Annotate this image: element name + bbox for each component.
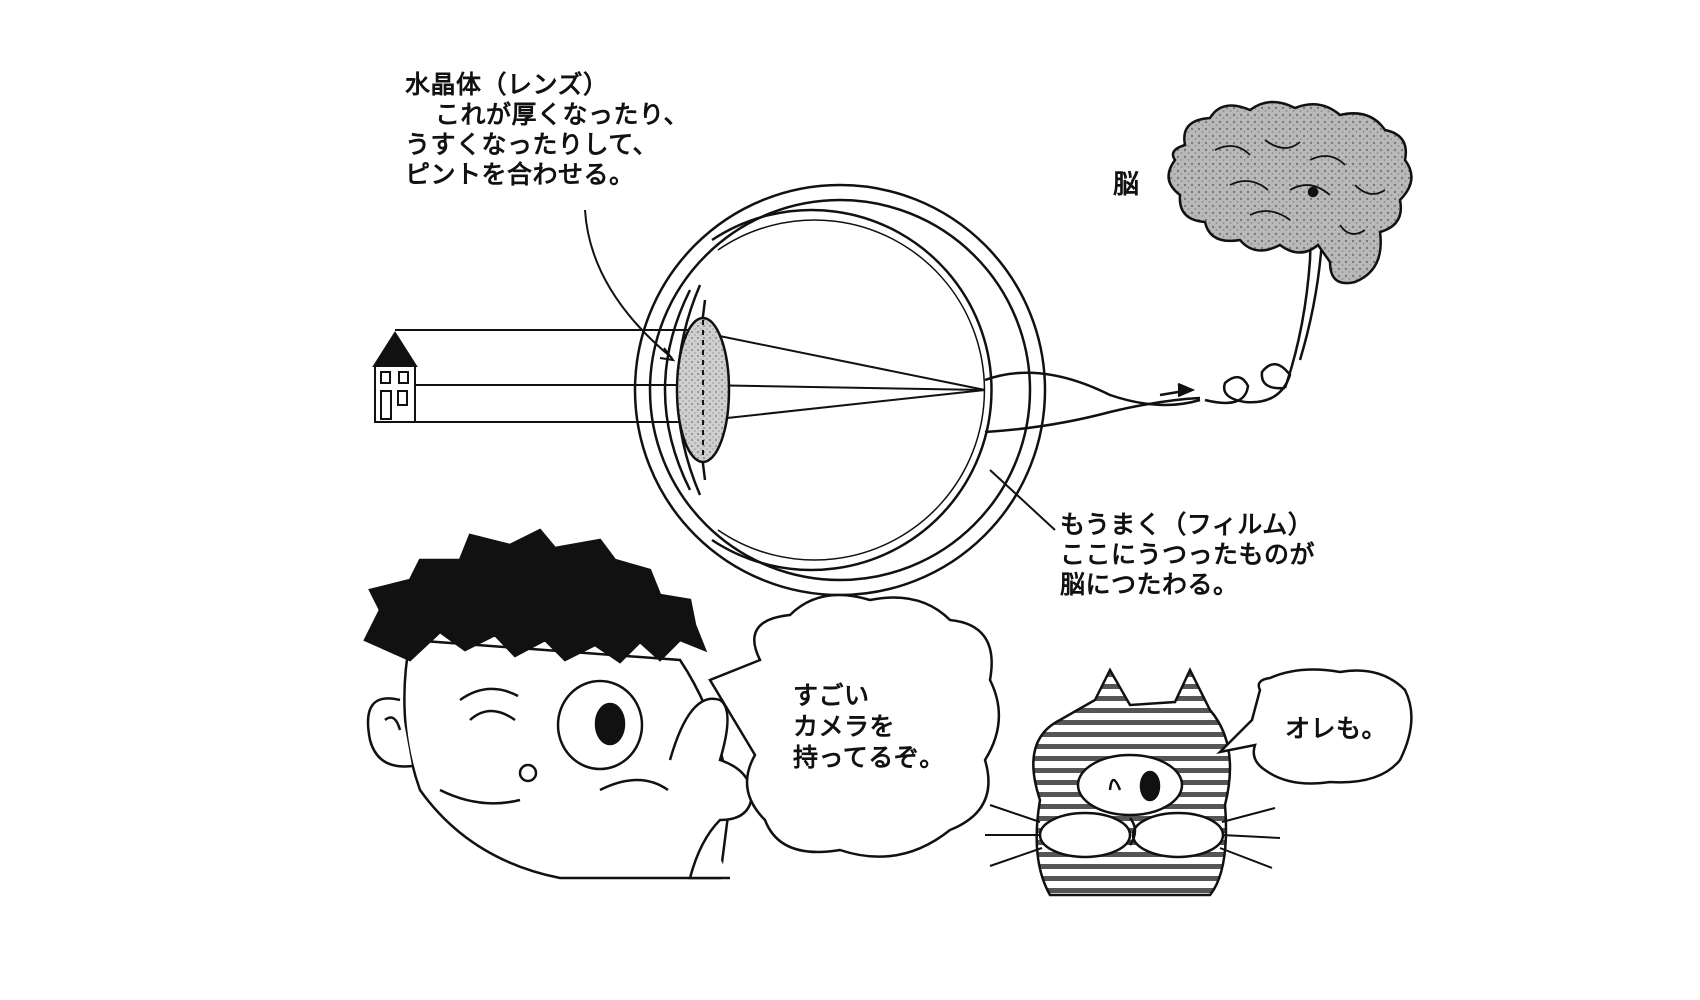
retina-label-line: 脳につたわる。 [1060, 570, 1239, 599]
optic-nerve [984, 199, 1324, 434]
retina-label-line: ここにうつったものが [1060, 540, 1316, 569]
boy-speech-line: カメラを [793, 712, 896, 741]
boy-speech-line: 持ってるぞ。 [793, 743, 945, 772]
cat-speech-bubble [1216, 668, 1413, 785]
house-object [372, 331, 418, 423]
boy-speech-bubble [708, 593, 1001, 858]
cat-speech-text: オレも。 [1285, 714, 1388, 743]
retina-label-title: もうまく（フィルム） [1060, 510, 1314, 539]
retina-label: もうまく（フィルム） ここにうつったものが 脳につたわる。 [1060, 510, 1315, 600]
brain [1167, 100, 1413, 285]
boy-speech-line: すごい [793, 681, 870, 710]
cat-character [985, 667, 1281, 897]
leader-lines [584, 209, 1056, 531]
lens-label-line: うすくなったりして、 [405, 130, 659, 159]
lens-label-line: ピントを合わせる。 [405, 160, 635, 189]
brain-label: 脳 [1113, 170, 1140, 200]
lens-label-title: 水晶体（レンズ） [405, 70, 609, 99]
lens-label-line: これが厚くなったり、 [435, 100, 690, 129]
boy-character [363, 528, 754, 880]
lens-label: 水晶体（レンズ） これが厚くなったり、 うすくなったりして、 ピントを合わせる。 [405, 70, 689, 190]
boy-speech-text: すごい カメラを 持ってるぞ。 [793, 680, 945, 773]
